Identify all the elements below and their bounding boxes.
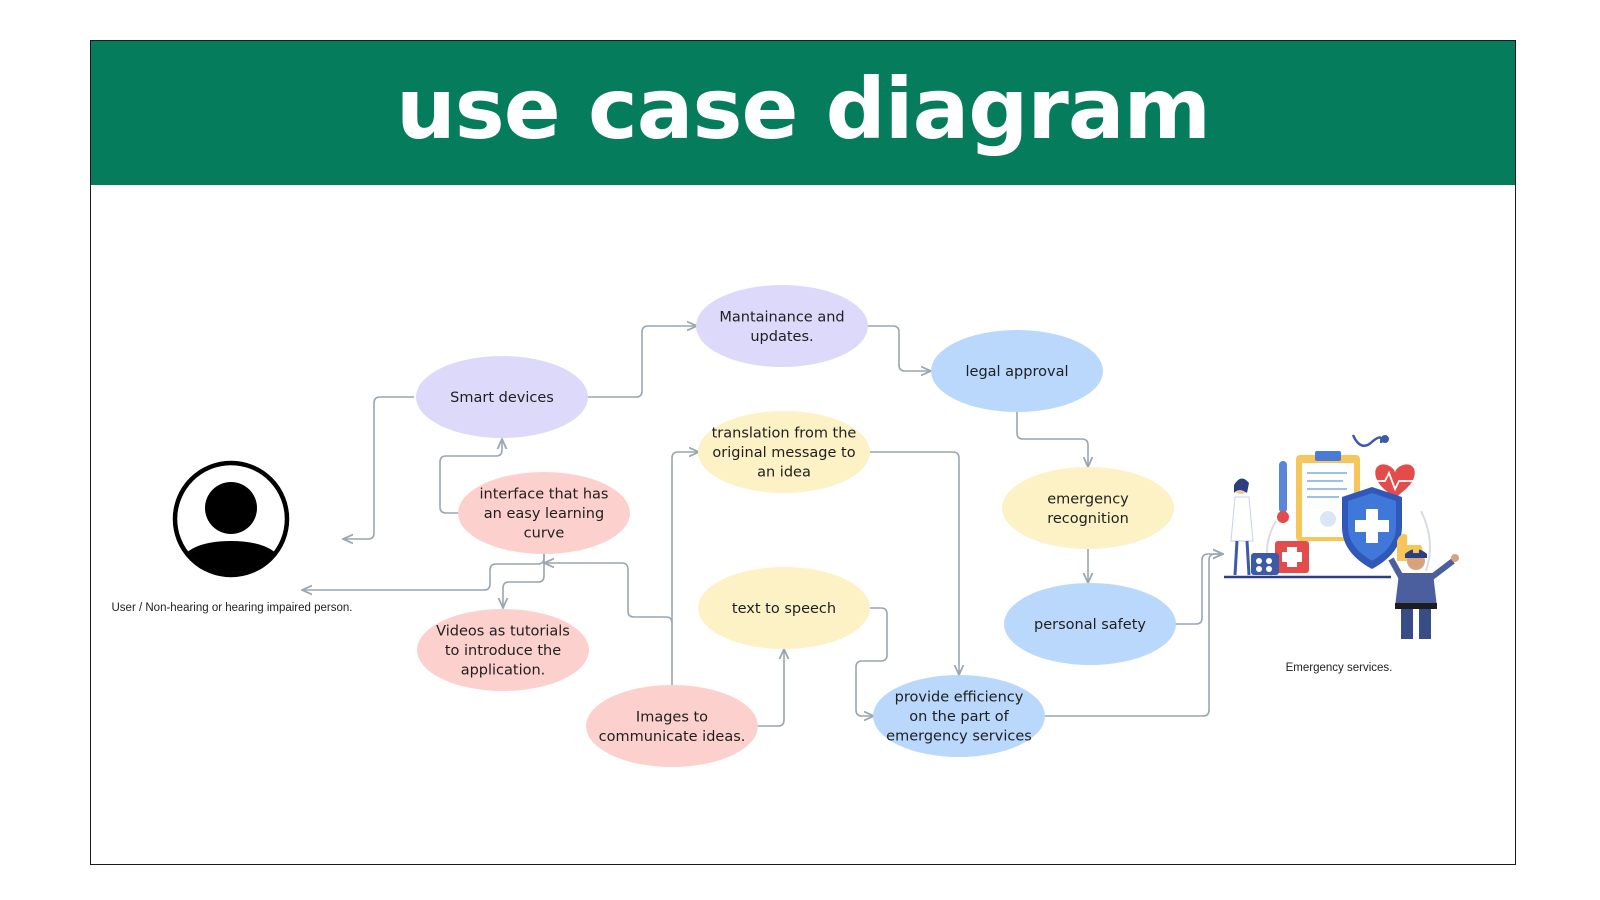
use-case-label-line: Videos as tutorials [436,624,570,640]
use-case-ellipse [1004,583,1176,665]
use-case-ellipse [696,285,868,367]
connectors [302,325,1223,727]
use-case-ellipse [586,685,758,767]
user-actor-label: User / Non-hearing or hearing impaired p… [112,602,353,614]
usecase-video-tutorials: Videos as tutorials to introduce the appli… [417,609,589,691]
connector-efficiency-to-emergency [1044,554,1223,717]
use-case-label-line: curve [524,526,565,542]
use-case-label-line: text to speech [732,601,836,617]
use-case-ellipse [417,609,589,691]
user-actor: User / Non-hearing or hearing impaired p… [112,460,353,614]
connector-smart-to-maintenance [587,326,697,398]
use-case-label-line: updates. [750,329,813,345]
use-case-label-line: application. [461,663,546,679]
use-case-label-line: interface that has [480,487,609,503]
use-case-label-line: provide efficiency [895,690,1024,706]
use-case-ellipse [416,356,588,438]
connector-translation-to-efficiency [869,451,959,675]
connector-interface-to-user [302,553,545,590]
usecase-maintenance-updates: Mantainance and updates. [696,285,868,367]
connector-safety-to-emergency [1174,554,1223,625]
connector-interface-to-videos [503,553,545,608]
usecase-legal-approval: legal approval [931,330,1103,412]
connector-tts-to-efficiency [855,607,888,716]
use-case-label-line: emergency [1047,491,1129,507]
use-case-ellipse [1002,467,1174,549]
use-case-label-line: to introduce the [445,643,561,659]
use-case-ellipse [698,567,870,649]
use-case-label-line: Mantainance and [719,309,844,325]
use-case-diagram: Smart devices Mantainance and updates. le… [112,285,1459,767]
connector-images-to-tts [757,649,784,727]
use-case-label-line: Smart devices [450,390,554,406]
emergency-actor-label: Emergency services. [1286,662,1393,674]
usecase-easy-interface: interface that has an easy learning curve [458,472,630,554]
usecase-emergency-recognition: emergency recognition [1002,467,1174,549]
use-case-label-line: personal safety [1034,617,1146,633]
use-case-label-line: legal approval [966,364,1069,380]
use-case-label-line: original message to [712,445,855,461]
usecase-personal-safety: personal safety [1004,583,1176,665]
use-case-ellipse [931,330,1103,412]
usecase-translation: translation from the original message to a… [698,411,870,493]
usecase-smart-devices: Smart devices [416,356,588,438]
use-case-ellipse [698,411,870,493]
usecase-text-to-speech: text to speech [698,567,870,649]
user-avatar-icon [172,460,290,578]
use-case-label-line: recognition [1047,511,1129,527]
use-case-label-line: communicate ideas. [599,729,746,745]
connector-images-to-interface [544,563,673,624]
slide-title: use case diagram [395,60,1211,158]
emergency-services-illustration [1224,434,1459,639]
title-banner: use case diagram [91,41,1515,185]
use-case-label-line: an idea [757,465,811,481]
use-case-label-line: on the part of [909,709,1009,725]
connector-smart-to-user [343,396,414,539]
use-case-ellipse [873,675,1045,757]
use-case-label-line: emergency services [886,729,1032,745]
connector-interface-to-smart [439,439,502,514]
use-case-label-line: Images to [636,709,708,725]
use-case-label-line: translation from the [712,426,857,442]
connector-images-to-translation [671,452,699,686]
usecase-emergency-efficiency: provide efficiency on the part of emergenc… [873,675,1045,757]
connector-legal-to-emergency [1016,411,1088,467]
connector-maintenance-to-legal [867,325,931,371]
usecase-images-communicate: Images to communicate ideas. [586,685,758,767]
slide: use case diagram Smart device [90,40,1516,865]
emergency-actor: Emergency services. [1224,434,1459,674]
use-case-ellipse [458,472,630,554]
use-case-label-line: an easy learning [484,506,604,522]
